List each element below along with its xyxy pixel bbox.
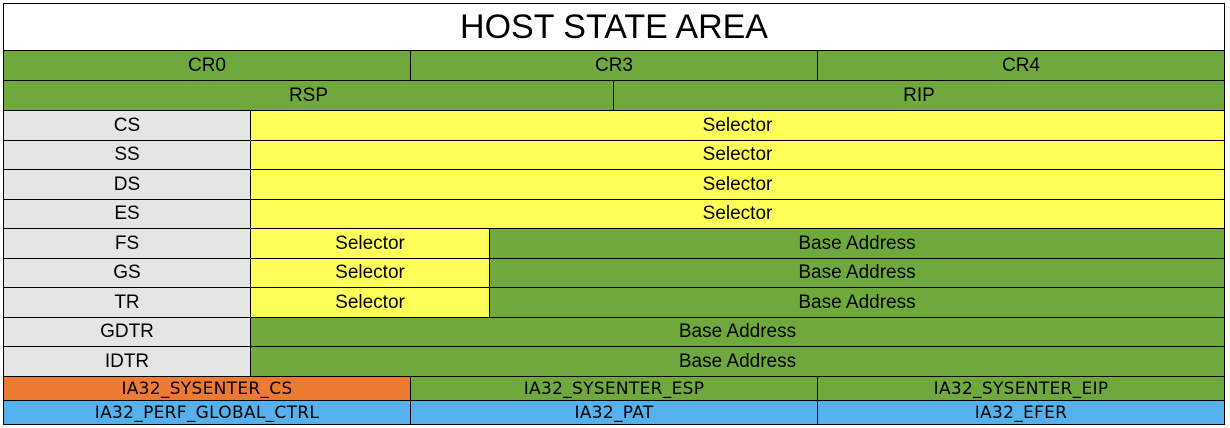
- segment-name-ds: DS: [4, 170, 251, 200]
- segment-row-idtr: IDTR Base Address: [4, 347, 1224, 377]
- segment-name-gs: GS: [4, 259, 251, 288]
- ia32-sysenter-esp-cell: IA32_SYSENTER_ESP: [411, 377, 818, 401]
- idtr-base-address-cell: Base Address: [251, 347, 1224, 377]
- segment-row-gdtr: GDTR Base Address: [4, 318, 1224, 347]
- host-state-area-table: HOST STATE AREA CR0 CR3 CR4 RSP RIP CS S…: [3, 3, 1225, 425]
- es-selector-cell: Selector: [251, 200, 1224, 229]
- segment-row-fs: FS Selector Base Address: [4, 229, 1224, 259]
- gdtr-base-address-cell: Base Address: [251, 318, 1224, 347]
- tr-selector-cell: Selector: [251, 288, 490, 318]
- segment-row-tr: TR Selector Base Address: [4, 288, 1224, 318]
- rip-cell: RIP: [614, 81, 1224, 111]
- segment-row-gs: GS Selector Base Address: [4, 259, 1224, 288]
- ds-selector-cell: Selector: [251, 170, 1224, 200]
- segment-name-ss: SS: [4, 141, 251, 170]
- cs-selector-cell: Selector: [251, 111, 1224, 141]
- title-row: HOST STATE AREA: [4, 4, 1224, 51]
- ia32-pat-cell: IA32_PAT: [411, 401, 818, 424]
- other-msr-row: IA32_PERF_GLOBAL_CTRL IA32_PAT IA32_EFER: [4, 401, 1224, 424]
- gs-selector-cell: Selector: [251, 259, 490, 288]
- rsp-cell: RSP: [4, 81, 614, 111]
- ia32-sysenter-cs-cell: IA32_SYSENTER_CS: [4, 377, 411, 401]
- control-registers-row: CR0 CR3 CR4: [4, 51, 1224, 81]
- fs-base-address-cell: Base Address: [490, 229, 1224, 259]
- segment-name-cs: CS: [4, 111, 251, 141]
- cr3-cell: CR3: [411, 51, 818, 81]
- segment-name-gdtr: GDTR: [4, 318, 251, 347]
- segment-row-ds: DS Selector: [4, 170, 1224, 200]
- segment-row-es: ES Selector: [4, 200, 1224, 229]
- ia32-sysenter-eip-cell: IA32_SYSENTER_EIP: [818, 377, 1224, 401]
- pointers-row: RSP RIP: [4, 81, 1224, 111]
- segment-name-idtr: IDTR: [4, 347, 251, 377]
- gs-base-address-cell: Base Address: [490, 259, 1224, 288]
- cr4-cell: CR4: [818, 51, 1224, 81]
- ss-selector-cell: Selector: [251, 141, 1224, 170]
- segment-row-cs: CS Selector: [4, 111, 1224, 141]
- sysenter-msr-row: IA32_SYSENTER_CS IA32_SYSENTER_ESP IA32_…: [4, 377, 1224, 401]
- segment-name-fs: FS: [4, 229, 251, 259]
- segment-name-es: ES: [4, 200, 251, 229]
- tr-base-address-cell: Base Address: [490, 288, 1224, 318]
- segment-row-ss: SS Selector: [4, 141, 1224, 170]
- table-title: HOST STATE AREA: [4, 4, 1224, 51]
- ia32-efer-cell: IA32_EFER: [818, 401, 1224, 424]
- ia32-perf-global-ctrl-cell: IA32_PERF_GLOBAL_CTRL: [4, 401, 411, 424]
- segment-name-tr: TR: [4, 288, 251, 318]
- fs-selector-cell: Selector: [251, 229, 490, 259]
- cr0-cell: CR0: [4, 51, 411, 81]
